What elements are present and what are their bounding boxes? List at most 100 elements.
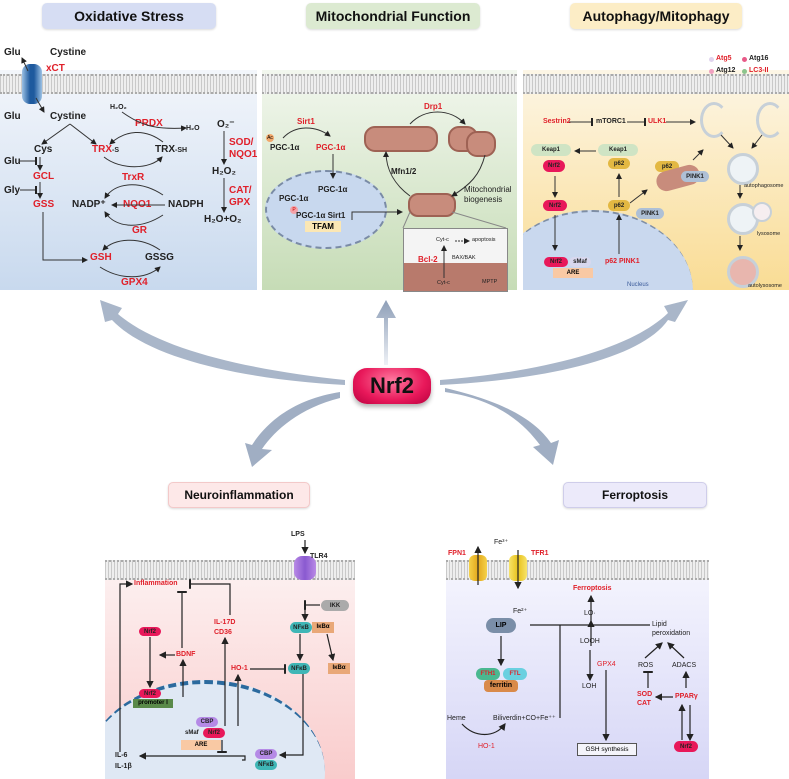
legend-label: Atg5 (716, 55, 732, 62)
pink1-pill: PINK1 (636, 208, 664, 219)
arrow-to-autophagy (440, 300, 688, 385)
cbp-pill: CBP (196, 717, 218, 727)
label-heme: Heme (447, 715, 466, 722)
label-gssg: GSSG (145, 252, 174, 263)
label-nucleus: Nucleus (627, 282, 649, 288)
ferritin-box: ferritin (484, 680, 518, 692)
nrf2-pill: Nrf2 (543, 200, 567, 211)
label-cystine-top: Cystine (50, 47, 87, 58)
label-bcl2: Bcl-2 (418, 255, 438, 264)
nrf2-pill: Nrf2 (139, 689, 161, 698)
ftl-pill: FTL (503, 668, 527, 680)
label-trx-sh: TRX-SH (155, 144, 188, 155)
title-autophagy: Autophagy/Mitophagy (570, 3, 742, 29)
are-box: ARE (181, 740, 221, 750)
fth1-pill: FTH1 (476, 668, 500, 680)
legend-label: Atg16 (749, 55, 769, 62)
keap1-dimer: Keap1 (598, 144, 638, 156)
label-autophagosome: autophagosome (744, 183, 784, 189)
label-il6: IL-6 (115, 752, 128, 759)
tfam-box: TFAM (305, 221, 341, 232)
nrf2-pill: Nrf2 (543, 160, 565, 172)
label-looh: LOOH (580, 638, 600, 645)
tlr4-receptor-icon (294, 556, 316, 580)
mitochondrion-icon (364, 126, 438, 152)
phagophore-icon (700, 102, 728, 138)
label-xct: xCT (46, 63, 65, 74)
label-trx-s: TRX-S (92, 144, 119, 155)
arrow-to-mitochondrial (376, 300, 396, 365)
mitochondrion-fission-icon (466, 131, 496, 157)
lip-cloud-icon: LIP (486, 618, 516, 633)
label-nadp: NADP⁺ (72, 199, 106, 210)
label-gr: GR (132, 225, 147, 236)
p62-pill: p62 (608, 200, 630, 211)
label-ros: ROS (638, 662, 654, 669)
label-h2o2-b: H₂O₂ (212, 166, 236, 177)
label-biogenesis: Mitochondrial biogenesis (464, 185, 512, 204)
label-p62-pink1: p62 PINK1 (605, 258, 640, 265)
label-lysosome: lysosome (757, 231, 781, 237)
label-fe3: Fe³⁺ (494, 539, 509, 546)
p62-pill: p62 (608, 158, 630, 169)
tfr1-channel-icon (509, 555, 527, 581)
label-cytc-bot: Cyt-c (437, 280, 450, 286)
label-ulk1: ULK1 (648, 118, 667, 125)
label-ferroptosis: Ferroptosis (573, 585, 612, 592)
label-cd36: CD36 (214, 629, 232, 636)
label-ppary: PPARγ (675, 693, 698, 700)
label-sod-cat: SOD CAT (637, 691, 653, 708)
nfkb-pill: NFκB (255, 760, 277, 770)
label-gcl: GCL (33, 171, 55, 182)
arrow-to-ferroptosis (445, 388, 559, 465)
label-gly: Gly (4, 185, 21, 196)
p62-pill: p62 (655, 161, 679, 172)
lysosome-icon (752, 202, 772, 222)
legend-dot (709, 57, 714, 62)
label-h2o2-a: H₂O₂ (110, 104, 127, 111)
nfkb-pill: NFκB (290, 622, 312, 633)
label-inflammation: Inflammation (134, 580, 178, 587)
label-glu2: Glu (4, 156, 21, 167)
label-fe2: Fe²⁺ (513, 608, 528, 615)
legend-label: LC3-II (749, 67, 769, 74)
label-h2o-o2: H₂O+O₂ (204, 214, 242, 225)
label-sestrin2: Sestrin2 (543, 118, 571, 125)
label-tlr4: TLR4 (310, 553, 328, 560)
title-neuroinflammation: Neuroinflammation (168, 482, 310, 508)
label-il1b: IL-1β (115, 763, 132, 770)
label-trxr: TrxR (122, 172, 145, 183)
autolysosome-icon (727, 256, 759, 288)
label-gss: GSS (33, 199, 55, 210)
cell-membrane (105, 560, 355, 580)
label-biliverdin: Biliverdin+CO+Fe⁺⁺ (493, 715, 556, 722)
label-pgc-a: PGC-1α (270, 143, 300, 152)
label-ho1: HO-1 (478, 743, 495, 750)
label-lo: LO· (584, 610, 596, 617)
nrf2-pill: Nrf2 (544, 257, 568, 267)
label-adacs: ADACS (672, 662, 697, 669)
label-cytc-top: Cyt-c (436, 237, 449, 243)
label-sirt1: Sirt1 (297, 117, 315, 126)
label-mptp: MPTP (482, 279, 498, 285)
panel-neuroinflammation (105, 560, 355, 779)
nrf2-pill: Nrf2 (203, 728, 225, 738)
label-mfn: Mfn1/2 (391, 167, 417, 176)
label-cys: Cys (34, 144, 53, 155)
label-lps: LPS (291, 531, 305, 538)
title-mitochondrial-function: Mitochondrial Function (306, 3, 480, 29)
label-pgc-b: PGC-1α (316, 143, 346, 152)
label-cystine-in: Cystine (50, 111, 87, 122)
label-pgc-sirt1: PGC-1α Sirt1 (296, 211, 346, 220)
mitochondrion-inset (403, 228, 508, 292)
cell-membrane (0, 74, 257, 94)
label-sod-nqo1: SOD/ NQO1 (229, 137, 258, 160)
legend-dot (742, 69, 747, 74)
smaf-pill: sMaf (569, 257, 591, 267)
label-drp1: Drp1 (424, 102, 443, 111)
label-loh: LOH (582, 683, 597, 690)
ikba-box: IκBα (328, 663, 350, 674)
label-tfr1: TFR1 (531, 550, 549, 557)
nrf2-central-node: Nrf2 (353, 368, 431, 404)
nrf2-pill: Nrf2 (674, 741, 698, 752)
